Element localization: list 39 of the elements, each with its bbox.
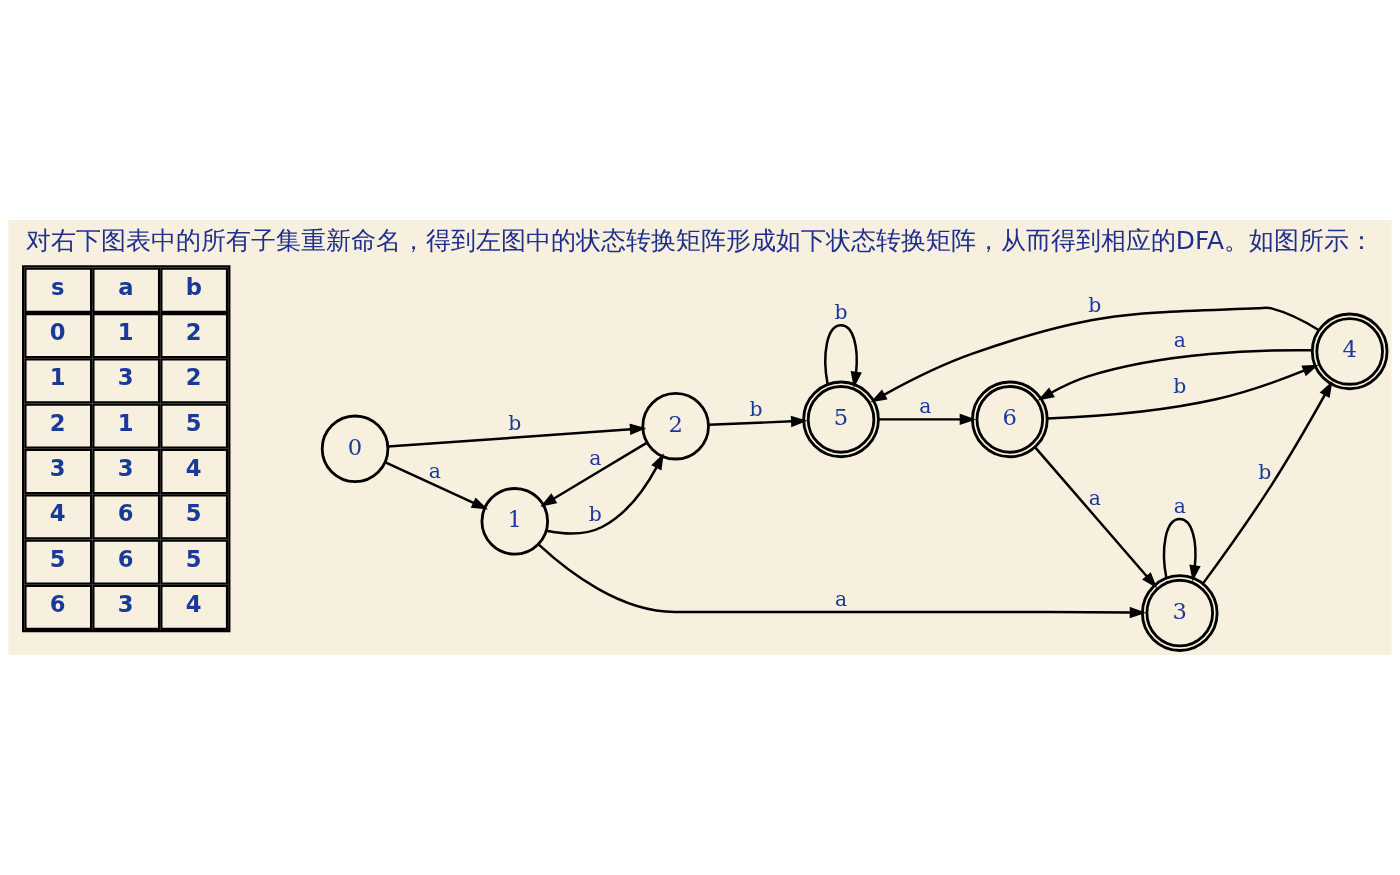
label: 1 <box>49 364 66 391</box>
label: 4 <box>49 500 66 527</box>
label: 5 <box>185 500 202 527</box>
label: 3 <box>117 455 134 482</box>
label: s <box>50 273 65 300</box>
edge-label: a <box>1088 485 1101 510</box>
label: 6 <box>117 500 134 527</box>
label: b <box>185 273 202 300</box>
edge-label: a <box>1173 493 1186 518</box>
edge-label: a <box>428 458 441 483</box>
edge-label: b <box>1258 459 1272 484</box>
label: 4 <box>185 590 202 617</box>
edge-label: a <box>589 446 602 471</box>
edge-label: a <box>919 394 932 419</box>
label: 5 <box>185 545 202 572</box>
edge-label: b <box>508 411 522 436</box>
edge-label: b <box>834 300 848 325</box>
label: 2 <box>185 364 202 391</box>
label: 4 <box>185 455 202 482</box>
label: 5 <box>49 545 66 572</box>
label: 2 <box>185 319 202 346</box>
diagram-title: 对右下图表中的所有子集重新命名，得到左图中的状态转换矩阵形成如下状态转换矩阵，从而得到相应的DFA。如图所示： <box>25 226 1375 255</box>
label: 6 <box>117 545 134 572</box>
label: 1 <box>117 319 134 346</box>
edge-label: b <box>1173 373 1187 398</box>
label: a <box>118 273 134 300</box>
label: 3 <box>117 364 134 391</box>
edge-label: a <box>834 586 848 611</box>
edge-label: b <box>588 501 602 526</box>
edge-label: a <box>1173 328 1186 353</box>
label: 3 <box>117 590 134 617</box>
label: 6 <box>49 590 66 617</box>
label: 2 <box>49 409 66 436</box>
label: 1 <box>117 409 134 436</box>
label: 3 <box>49 455 66 482</box>
label: 0 <box>49 319 66 346</box>
label: 5 <box>185 409 202 436</box>
edge-label: b <box>749 397 763 422</box>
edge-label: b <box>1088 293 1102 318</box>
